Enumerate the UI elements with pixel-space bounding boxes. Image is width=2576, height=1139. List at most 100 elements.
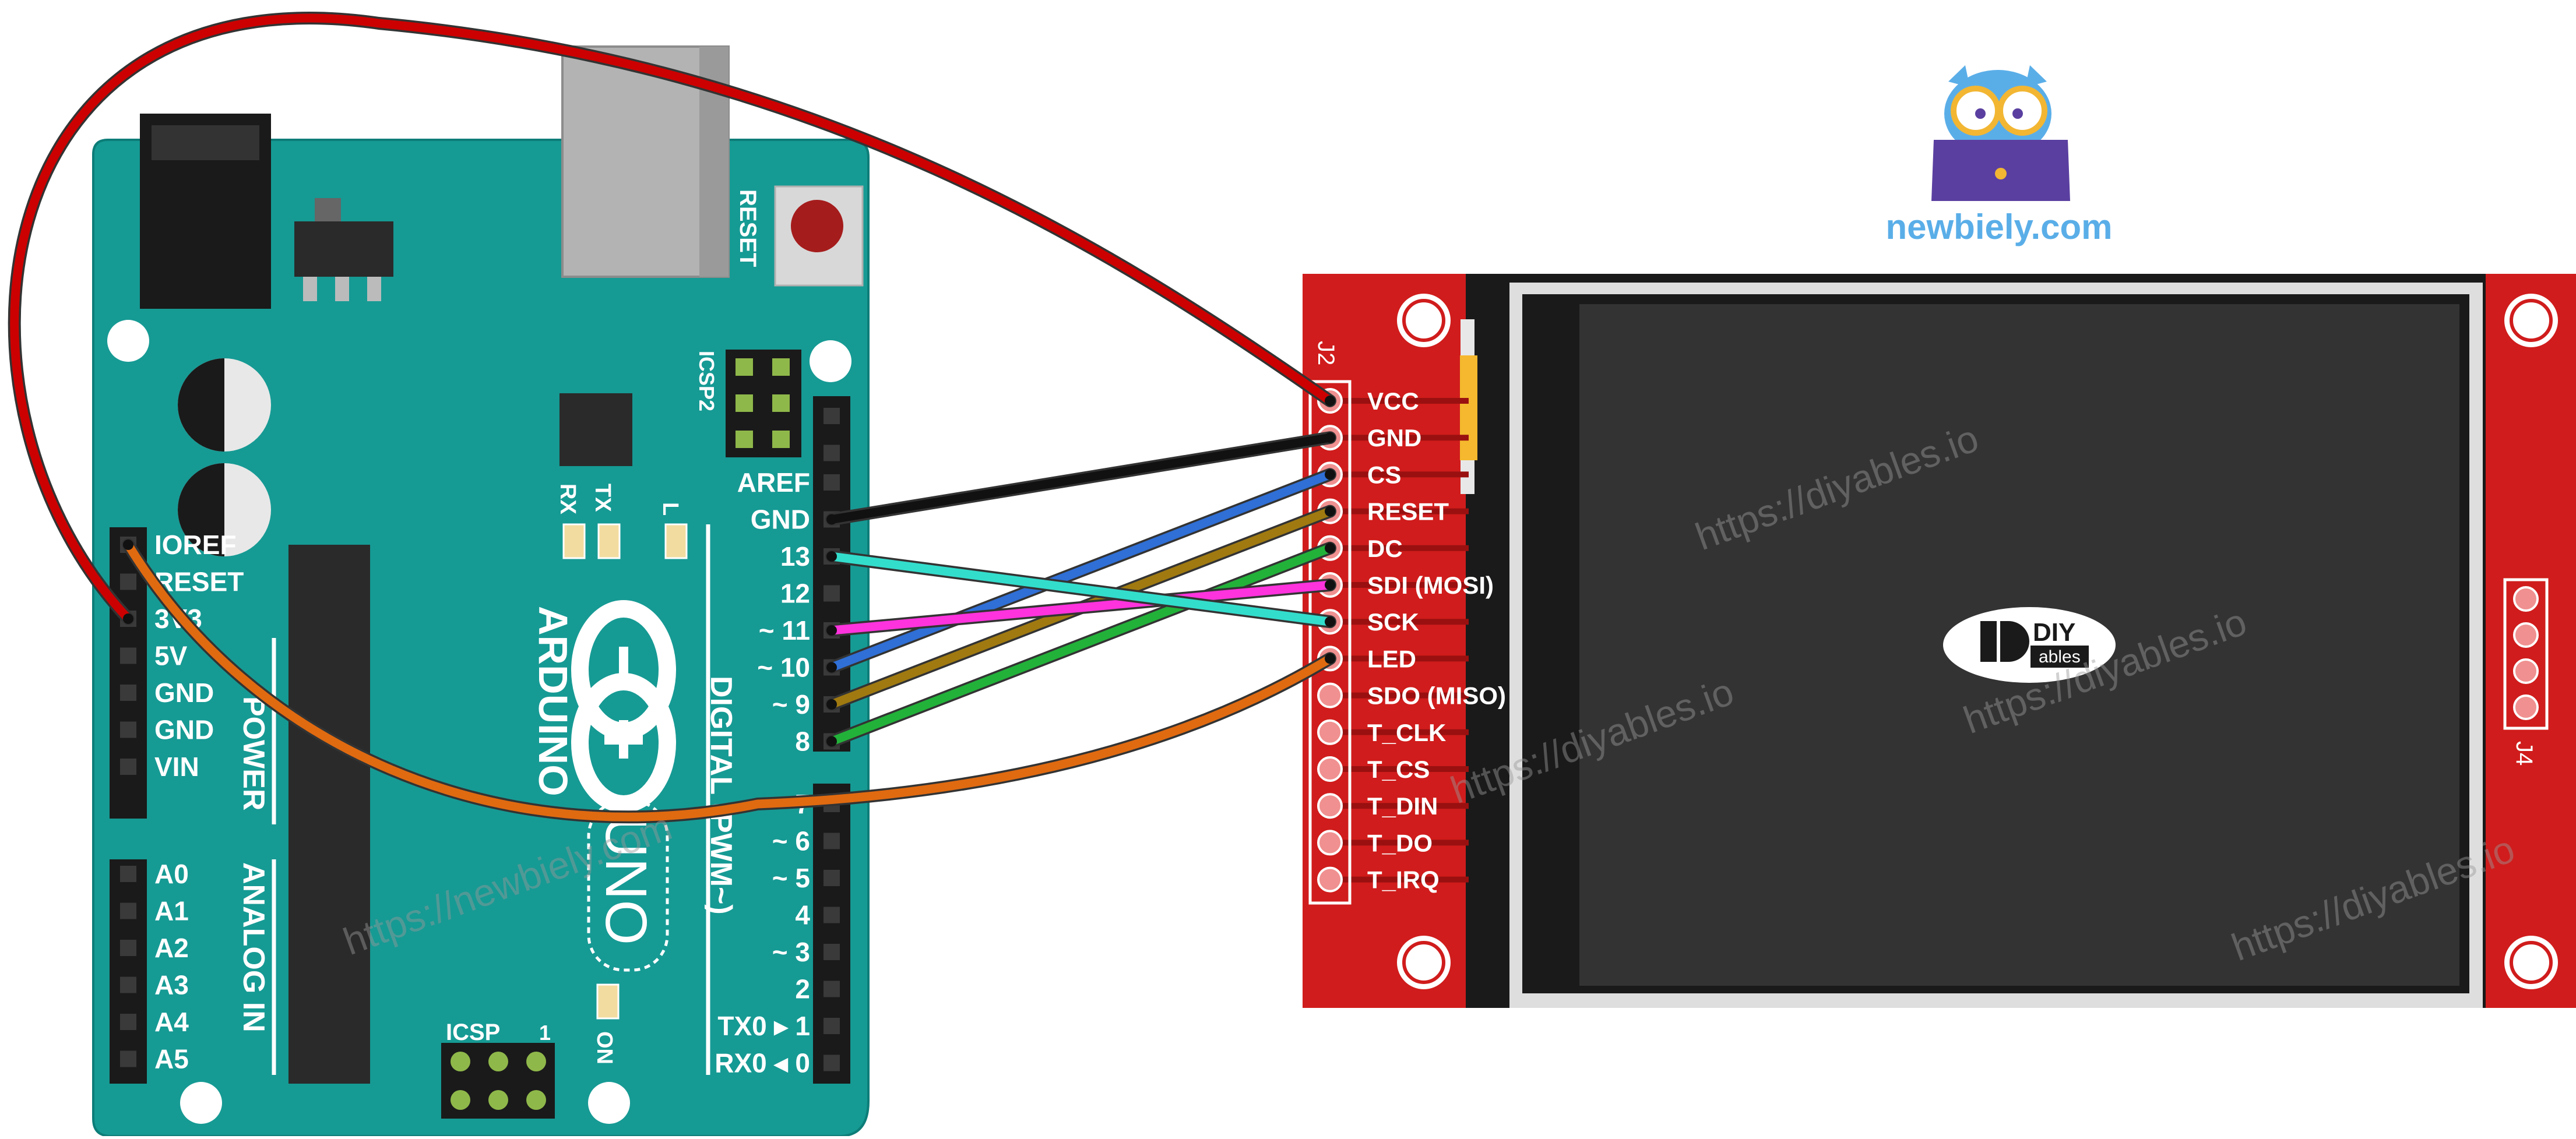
lcd-traces <box>1340 398 1469 883</box>
digital-pin-label-2: 2 <box>795 974 810 1004</box>
analog-pin-label-a4: A4 <box>154 1007 189 1037</box>
l-label: L <box>658 502 682 516</box>
power-pin-hole <box>120 573 136 590</box>
wire-end <box>1325 616 1335 627</box>
arduino-logo <box>571 600 676 813</box>
mount-hole <box>588 1082 630 1124</box>
power-title: POWER <box>237 696 270 810</box>
lcd-pin-t-do <box>1317 830 1343 856</box>
wire-end <box>123 613 133 624</box>
rx-label: RX <box>555 484 580 514</box>
j4-pins <box>2513 586 2539 720</box>
wire-gnd-to-gnd <box>827 433 1335 524</box>
lcd-pin-label-dc: DC <box>1367 535 1403 562</box>
wire-8-to-dc <box>827 544 1335 746</box>
capacitor <box>178 358 271 452</box>
icsp-pin1-label: 1 <box>539 1021 551 1045</box>
lcd-pin-label-led: LED <box>1367 645 1416 672</box>
capacitor <box>178 463 271 556</box>
mount-hole <box>107 320 149 362</box>
lcd-pin-t-clk <box>1317 719 1343 745</box>
reset-label: RESET <box>735 189 761 267</box>
power-pin-label-ioref: IOREF <box>154 530 237 560</box>
digital-pin-hole <box>824 474 840 491</box>
analog-pin-label-a3: A3 <box>154 970 189 1000</box>
wire-end <box>1325 469 1335 480</box>
wire-end <box>1325 542 1335 553</box>
icsp-label: ICSP <box>446 1020 500 1045</box>
wire-end <box>1325 580 1335 590</box>
wire-10-to-cs <box>827 470 1335 672</box>
digital-pin-hole <box>824 585 840 602</box>
lcd-pin-label-t-do: T_DO <box>1367 829 1433 856</box>
digital-pin-label-10: ~ 10 <box>757 653 810 683</box>
tx-led <box>597 523 621 559</box>
lcd-pin-label-sdo-miso: SDO (MISO) <box>1367 682 1506 710</box>
digital-pin-label-6: ~ 6 <box>772 826 810 856</box>
power-pin-label-5v: 5V <box>154 641 188 671</box>
wire-end <box>826 551 837 562</box>
digital-pin-hole <box>824 907 840 923</box>
analog-pin-label-a2: A2 <box>154 933 189 963</box>
power-pin-label-gnd: GND <box>154 715 214 745</box>
digital-pin-label-gnd: GND <box>751 505 810 535</box>
j2-header-outline <box>1308 380 1352 905</box>
on-label: ON <box>592 1031 617 1064</box>
site-name: newbiely.com <box>1885 207 2112 246</box>
analog-pin-label-a1: A1 <box>154 896 189 926</box>
analog-pin-label-a5: A5 <box>154 1044 189 1074</box>
lcd-pin-label-cs: CS <box>1367 461 1401 488</box>
lcd-pin-label-reset: RESET <box>1367 498 1449 526</box>
l-led <box>664 523 688 559</box>
wire-end <box>1325 396 1335 406</box>
digital-pin-label-tx0-1: TX0 ▸ 1 <box>717 1011 810 1041</box>
digital-pin-label-8: 8 <box>795 727 810 757</box>
arduino-pin-labels: IOREFRESET3V35VGNDGNDVINA0A1A2A3A4A5AREF… <box>154 467 810 1078</box>
uno-badge-outline <box>587 799 669 972</box>
digital-pin-label-4: 4 <box>795 900 810 930</box>
regulator-leg <box>303 277 317 301</box>
j4-label: J4 <box>2511 741 2537 766</box>
digital-header-bottom <box>813 784 850 1084</box>
wire-end <box>123 539 133 550</box>
digital-pin-hole <box>824 1018 840 1034</box>
power-pin-label-vin: VIN <box>154 752 199 782</box>
uno-title: UNO <box>593 816 659 945</box>
j4-header-outline <box>2503 578 2549 730</box>
analog-pin-hole <box>120 866 136 882</box>
diyables-logo-top: DIY <box>2033 618 2075 647</box>
diyables-logo: DIY ables <box>1943 607 2116 683</box>
lcd-pin-sdo-miso <box>1317 682 1343 708</box>
digital-pin-label-5: ~ 5 <box>772 863 810 893</box>
wire-end <box>1325 506 1335 517</box>
analog-header <box>110 859 147 1084</box>
lcd-pin-label-t-irq: T_IRQ <box>1367 866 1440 894</box>
wire-end <box>826 736 837 747</box>
owl-eye-glass <box>1951 86 2001 136</box>
lcd-pin-t-irq <box>1317 866 1343 893</box>
digital-pin-label-aref: AREF <box>737 467 810 498</box>
lcd-pin-label-t-din: T_DIN <box>1367 792 1438 820</box>
analog-pin-hole <box>120 940 136 956</box>
power-pin-hole <box>120 759 136 775</box>
regulator-tab <box>315 198 341 221</box>
lcd-pin-label-t-cs: T_CS <box>1367 756 1430 783</box>
regulator-leg <box>335 277 349 301</box>
wire-end <box>1325 432 1335 443</box>
digital-pin-hole <box>824 833 840 849</box>
usb-chip <box>559 393 632 466</box>
lcd-pin-t-cs <box>1317 756 1343 782</box>
digital-pin-label-11: ~ 11 <box>759 615 810 646</box>
wire-3v3-to-vcc <box>10 13 1335 623</box>
power-pin-hole <box>120 647 136 664</box>
icsp2-label: ICSP2 <box>695 351 719 411</box>
digital-pin-hole <box>824 1055 840 1071</box>
tx-label: TX <box>590 484 615 512</box>
rx-led <box>562 523 586 559</box>
atmega-chip <box>288 545 370 1084</box>
digital-pin-hole <box>824 408 840 424</box>
wires <box>8 12 1336 824</box>
arduino-board: RESET ARDUINO UNO <box>92 45 870 1137</box>
